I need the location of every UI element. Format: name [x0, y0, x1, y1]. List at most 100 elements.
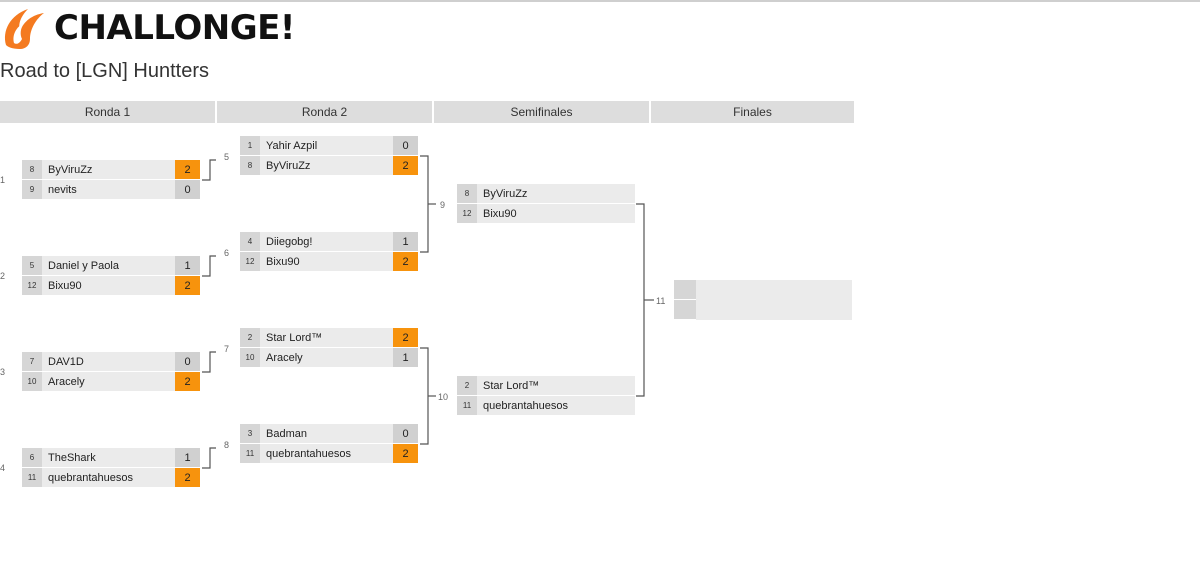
- player-name: Star Lord™: [477, 376, 635, 395]
- player-name: ByViruZz: [477, 184, 635, 203]
- player-score: 1: [393, 348, 418, 367]
- player-score: 2: [393, 252, 418, 271]
- player-score: 2: [393, 444, 418, 463]
- match-label: 1: [0, 175, 6, 185]
- player-score: 1: [175, 256, 200, 275]
- player-score: 2: [175, 160, 200, 179]
- player-seed: 2: [240, 328, 260, 347]
- player-name: quebrantahuesos: [42, 468, 175, 487]
- player-name: ByViruZz: [260, 156, 393, 175]
- player-name: quebrantahuesos: [260, 444, 393, 463]
- player-seed: 3: [240, 424, 260, 443]
- player-seed: 8: [240, 156, 260, 175]
- match-label-8: 8: [224, 440, 230, 450]
- player-name: Star Lord™: [260, 328, 393, 347]
- player-seed: 10: [240, 348, 260, 367]
- player-seed: 8: [457, 184, 477, 203]
- player-seed: 5: [22, 256, 42, 275]
- player-score: 0: [393, 136, 418, 155]
- match-label-7: 7: [224, 344, 230, 354]
- challonge-logo[interactable]: CHALLONGE!: [0, 4, 295, 52]
- match-label-6: 6: [224, 248, 230, 258]
- player-name: Aracely: [42, 372, 175, 391]
- challonge-flame-icon: [4, 9, 44, 49]
- match-label: 3: [0, 367, 6, 377]
- player-score: 1: [175, 448, 200, 467]
- player-score: 2: [393, 328, 418, 347]
- final-seeds: [674, 280, 696, 320]
- player-seed: 12: [22, 276, 42, 295]
- player-name: Daniel y Paola: [42, 256, 175, 275]
- player-seed: 9: [22, 180, 42, 199]
- match-label: 4: [0, 463, 6, 473]
- player-score: 2: [175, 372, 200, 391]
- round-header-2: Ronda 2: [217, 101, 432, 123]
- player-seed: 11: [22, 468, 42, 487]
- player-score: 2: [175, 276, 200, 295]
- player-name: DAV1D: [42, 352, 175, 371]
- player-seed: 6: [22, 448, 42, 467]
- match-label-5: 5: [224, 152, 230, 162]
- player-seed: 11: [457, 396, 477, 415]
- player-name: TheShark: [42, 448, 175, 467]
- match-label-10: 10: [438, 392, 449, 402]
- player-score: 2: [393, 156, 418, 175]
- player-seed: 1: [240, 136, 260, 155]
- round-header-finals: Finales: [651, 101, 854, 123]
- player-seed: 8: [22, 160, 42, 179]
- player-score: 2: [175, 468, 200, 487]
- match-label-11: 11: [656, 296, 666, 306]
- player-score: 0: [175, 352, 200, 371]
- player-name: quebrantahuesos: [477, 396, 635, 415]
- player-seed: 4: [240, 232, 260, 251]
- match-label-9: 9: [440, 200, 446, 210]
- player-name: Bixu90: [260, 252, 393, 271]
- player-seed: 12: [457, 204, 477, 223]
- player-name: Badman: [260, 424, 393, 443]
- player-name: Diiegobg!: [260, 232, 393, 251]
- player-name: Aracely: [260, 348, 393, 367]
- top-border: [0, 0, 1200, 2]
- match-11[interactable]: [674, 280, 852, 320]
- player-seed: 7: [22, 352, 42, 371]
- player-score: 0: [393, 424, 418, 443]
- player-seed: 10: [22, 372, 42, 391]
- player-score: 1: [393, 232, 418, 251]
- player-score: 0: [175, 180, 200, 199]
- player-name: ByViruZz: [42, 160, 175, 179]
- player-seed: 2: [457, 376, 477, 395]
- player-name: nevits: [42, 180, 175, 199]
- final-players-empty: [696, 280, 852, 320]
- player-seed: 12: [240, 252, 260, 271]
